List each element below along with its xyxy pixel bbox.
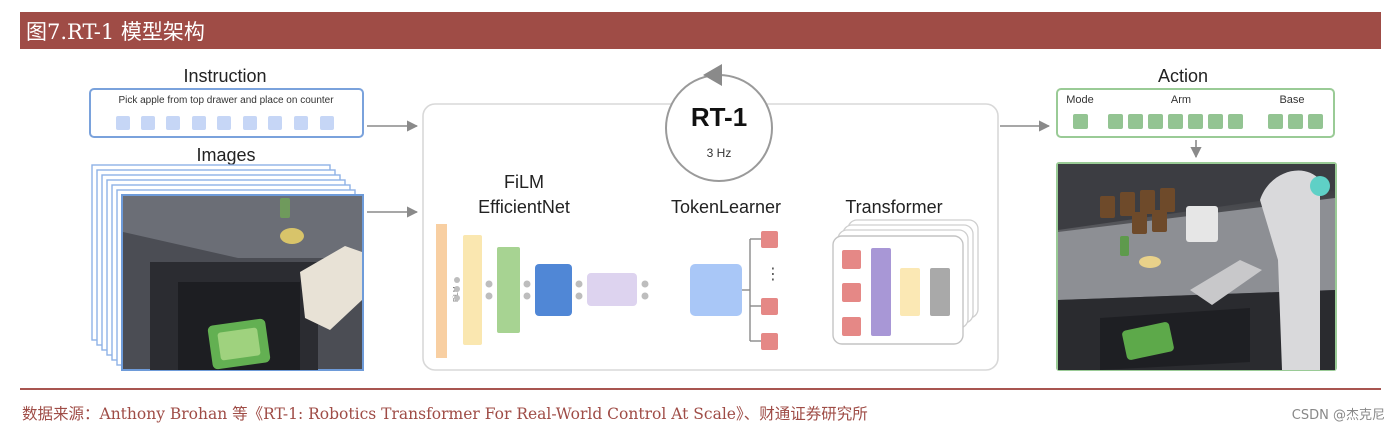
learned-token	[761, 298, 778, 315]
instruction-heading: Instruction	[183, 66, 266, 86]
instruction-token	[116, 116, 130, 130]
action-box	[1056, 88, 1335, 138]
instruction-token-row	[116, 116, 334, 130]
tokenlearner-label: TokenLearner	[671, 197, 781, 217]
images-heading: Images	[196, 145, 255, 165]
robot-scene-image	[1056, 162, 1337, 371]
instruction-token	[141, 116, 155, 130]
camera-frame	[121, 194, 364, 371]
action-heading: Action	[1158, 66, 1208, 86]
source-caption: 数据来源：Anthony Brohan 等《RT-1: Robotics Tra…	[22, 405, 868, 423]
action-token	[1308, 114, 1323, 129]
action-token	[1148, 114, 1163, 129]
action-token	[1208, 114, 1223, 129]
action-arm-label: Arm	[1171, 94, 1191, 106]
action-mode-label: Mode	[1066, 94, 1094, 106]
action-token	[1073, 114, 1088, 129]
tokenlearner-block: ⋮	[690, 231, 781, 350]
action-token-row	[1073, 114, 1323, 129]
instruction-token	[192, 116, 206, 130]
token-ellipsis: ⋮	[765, 266, 781, 283]
instruction-token	[243, 116, 257, 130]
instruction-token	[268, 116, 282, 130]
rt1-badge: RT-1 3 Hz	[665, 64, 773, 182]
action-token	[1268, 114, 1283, 129]
transformer-token	[842, 283, 861, 302]
instruction-token	[217, 116, 231, 130]
action-token	[1188, 114, 1203, 129]
film-label-line1: FiLM	[504, 172, 544, 192]
model-name: RT-1	[691, 102, 747, 132]
model-rate: 3 Hz	[707, 146, 732, 160]
action-token	[1168, 114, 1183, 129]
action-token	[1128, 114, 1143, 129]
title-bar: 图7.RT-1 模型架构	[20, 12, 1381, 49]
transformer-label: Transformer	[845, 197, 942, 217]
instruction-token	[166, 116, 180, 130]
watermark: CSDN @杰克尼	[1291, 408, 1385, 423]
action-token	[1288, 114, 1303, 129]
source-divider	[20, 388, 1381, 390]
figure-title: 图7.RT-1 模型架构	[26, 20, 205, 44]
instruction-token	[294, 116, 308, 130]
transformer-token	[842, 317, 861, 336]
instruction-token	[320, 116, 334, 130]
vertical-caption: FiLM	[453, 286, 460, 302]
action-token	[1108, 114, 1123, 129]
action-token	[1228, 114, 1243, 129]
transformer-block	[832, 219, 979, 345]
transformer-token	[842, 250, 861, 269]
cycle-arrow-icon	[703, 64, 722, 86]
instruction-text: Pick apple from top drawer and place on …	[118, 95, 334, 106]
learned-token	[761, 333, 778, 350]
learned-token	[761, 231, 778, 248]
film-efficientnet-block: FiLM	[436, 224, 649, 358]
action-base-label: Base	[1279, 94, 1304, 106]
film-label-line2: EfficientNet	[478, 197, 570, 217]
